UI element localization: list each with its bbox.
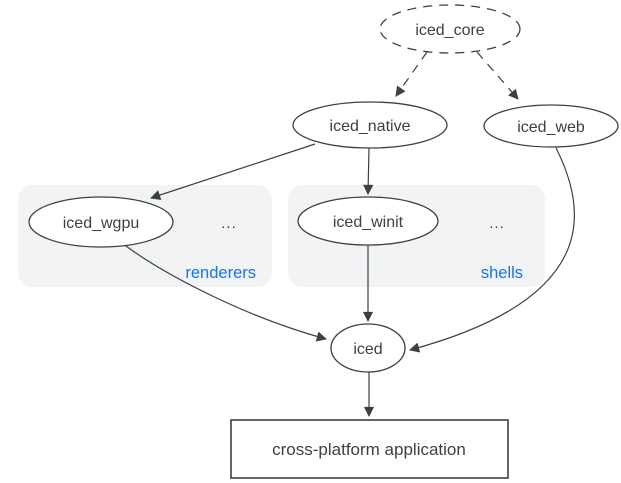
- iced-winit-ellipse: [297, 196, 439, 246]
- iced-web-ellipse: [483, 104, 619, 148]
- node-iced-native: iced_native: [292, 101, 448, 149]
- node-iced-wgpu: iced_wgpu: [28, 196, 174, 248]
- edge-iced-web-to-iced: [409, 147, 576, 353]
- shells-group-label: shells: [481, 264, 523, 282]
- iced-winit-label: iced_winit: [333, 214, 404, 231]
- iced-wgpu-ellipse: [28, 196, 174, 248]
- iced-wgpu-label: iced_wgpu: [63, 215, 140, 232]
- node-iced: iced: [330, 323, 406, 373]
- iced-native-ellipse: [292, 101, 448, 149]
- iced-core-label: iced_core: [415, 22, 484, 39]
- edge-iced-core-to-iced-native: [395, 51, 428, 97]
- node-iced-web: iced_web: [483, 104, 619, 148]
- renderers-ellipsis: ...: [221, 215, 237, 232]
- iced-label: iced: [353, 341, 382, 358]
- shells-ellipsis: ...: [489, 215, 505, 232]
- iced-web-label: iced_web: [517, 119, 585, 136]
- node-iced-core: iced_core: [379, 4, 521, 54]
- edge-iced-wgpu-to-iced: [121, 242, 327, 342]
- edge-iced-core-to-iced-web: [476, 51, 519, 100]
- iced-ellipse: [330, 323, 406, 373]
- edge-iced-native-to-iced-wgpu: [150, 143, 316, 200]
- iced-core-ellipse: [379, 4, 521, 54]
- application-label: cross-platform application: [272, 440, 466, 459]
- iced-native-label: iced_native: [330, 118, 411, 135]
- node-application: cross-platform application: [230, 419, 509, 479]
- edge-iced-native-to-iced-winit: [363, 147, 374, 196]
- node-iced-winit: iced_winit: [297, 196, 439, 246]
- renderers-group-label: renderers: [185, 264, 256, 282]
- application-rect: [230, 419, 509, 479]
